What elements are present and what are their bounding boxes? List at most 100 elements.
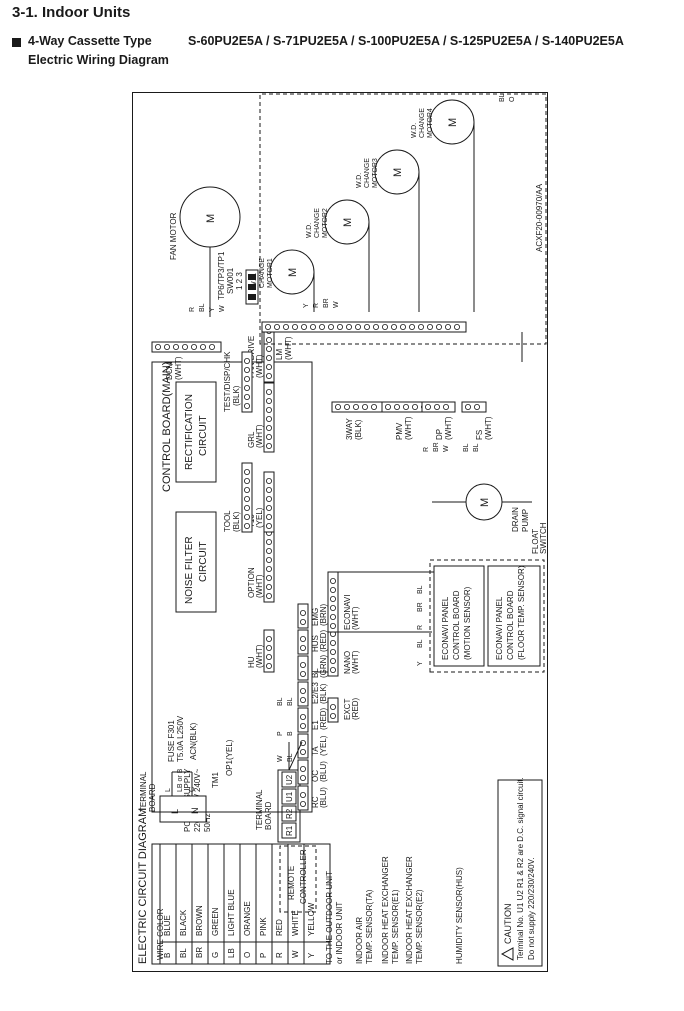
wire-color-code: O bbox=[243, 952, 252, 958]
connector-lm-pin bbox=[381, 323, 388, 330]
connector-test-pin bbox=[244, 375, 251, 382]
connector-ta-pin bbox=[299, 749, 306, 756]
connector-name: FS bbox=[475, 430, 484, 440]
wire-color-code: BL bbox=[179, 948, 188, 958]
wire-color-tag: W bbox=[277, 755, 284, 762]
connector-color: (BLK) bbox=[319, 683, 328, 704]
connector-bl-pin bbox=[299, 662, 306, 669]
wire-color-tag: BL bbox=[277, 697, 284, 706]
dip-switch bbox=[245, 269, 259, 305]
connector-color: (WHT) bbox=[255, 424, 264, 448]
connector-rc-pin bbox=[299, 792, 306, 799]
float-switch-line2: SWITCH bbox=[539, 522, 548, 554]
connector-lm-pin bbox=[327, 323, 334, 330]
connector-3way-pin bbox=[370, 403, 377, 410]
connector-lm-pin bbox=[399, 323, 406, 330]
wire-color-code: G bbox=[211, 952, 220, 958]
wd-motor-label: W.D. bbox=[411, 123, 418, 138]
econavi-group-frame bbox=[429, 559, 545, 673]
connector-bl-pin bbox=[299, 671, 306, 678]
terminal-board2-label2: BOARD bbox=[264, 801, 273, 830]
remote-controller-line1: REMOTE bbox=[287, 866, 296, 900]
connector-grl-pin bbox=[265, 397, 272, 404]
connector-name: ECONAVI bbox=[343, 595, 352, 630]
connector-lm-pin bbox=[273, 323, 280, 330]
wire-color-tag: BR bbox=[417, 602, 424, 612]
connector-dp-pin bbox=[424, 403, 431, 410]
fan-motor-symbol: M bbox=[205, 214, 217, 223]
connector-hus bbox=[297, 629, 309, 655]
connector-color: (WHT) bbox=[351, 650, 360, 674]
connector-name: E2/E3 bbox=[311, 682, 320, 704]
connector-tool-pin bbox=[244, 505, 251, 512]
connector-tool-pin bbox=[244, 523, 251, 530]
wire-color-tag: BR bbox=[323, 298, 330, 308]
connector-rc-pin bbox=[299, 801, 306, 808]
connector-lm-pin bbox=[282, 323, 289, 330]
connector-name: HUS bbox=[311, 635, 320, 652]
connector-test-pin bbox=[244, 393, 251, 400]
wire-color-tag: Y bbox=[303, 303, 310, 308]
rectification-line2: CIRCUIT bbox=[198, 415, 209, 456]
wire-color-table-frame bbox=[151, 843, 331, 965]
connector-tool-pin bbox=[244, 487, 251, 494]
wire-color-tag: BL bbox=[199, 303, 206, 312]
connector-econavi-pin bbox=[329, 578, 336, 585]
connector-dcm bbox=[151, 341, 222, 353]
connector-name: HU bbox=[247, 656, 256, 668]
connector-t10-pin bbox=[265, 496, 272, 503]
wire-color-code: BR bbox=[195, 947, 204, 958]
wd-motor-label: MOTOR4 bbox=[427, 108, 434, 138]
econavi-motion-line2: CONTROL BOARD bbox=[452, 590, 461, 660]
connector-dcm-pin bbox=[182, 343, 189, 350]
diagram-subtitle: Electric Wiring Diagram bbox=[28, 53, 169, 67]
wd-motor-label: W.D. bbox=[356, 173, 363, 188]
connector-nano-pin bbox=[329, 649, 336, 656]
outdoor-unit-line1: TO THE OUTDOOR UNIT bbox=[325, 871, 334, 964]
connector-name: LM bbox=[275, 349, 284, 360]
wire-color-tag: BL bbox=[473, 443, 480, 452]
wire-color-code: LB bbox=[227, 948, 236, 958]
connector-color: (GRN) bbox=[319, 655, 328, 678]
wire-color-tag: R bbox=[423, 447, 430, 452]
connector-color: (YEL) bbox=[255, 507, 264, 528]
connector-color: (WHT) bbox=[174, 356, 183, 380]
connector-rc bbox=[297, 785, 309, 811]
connector-lm-pin bbox=[417, 323, 424, 330]
connector-hu-pin bbox=[265, 663, 272, 670]
connector-color: (RED) bbox=[319, 629, 328, 652]
connector-lm-pin bbox=[363, 323, 370, 330]
wire-color-name: ORANGE bbox=[243, 901, 252, 936]
rectification-line1: RECTIFICATION bbox=[184, 394, 195, 470]
wire-color-tag: O bbox=[509, 96, 516, 102]
connector-name: RC bbox=[311, 796, 320, 808]
sensor-label: TEMP. SENSOR(TA) bbox=[365, 889, 374, 964]
connector-exct-pin bbox=[329, 704, 336, 711]
connector-lm-pin bbox=[264, 323, 271, 330]
connector-hu bbox=[263, 629, 275, 673]
wd-motor-label: CHANGE bbox=[364, 158, 371, 188]
connector-test-pin bbox=[244, 357, 251, 364]
connector-color: (BRN) bbox=[319, 603, 328, 626]
connector-test bbox=[241, 351, 253, 413]
connector-color: (WHT) bbox=[444, 416, 453, 440]
drain-pump-symbol: M bbox=[479, 498, 491, 507]
connector-lm-pin bbox=[309, 323, 316, 330]
connector-econavi-pin bbox=[329, 623, 336, 630]
connector-dcm-pin bbox=[209, 343, 216, 350]
section-title: 3-1. Indoor Units bbox=[12, 4, 131, 21]
connector-option-pin bbox=[265, 539, 272, 546]
connector-lm bbox=[261, 321, 467, 333]
noise-filter-box bbox=[175, 511, 217, 613]
terminal2-pin-box bbox=[281, 788, 297, 805]
terminal-board2-label: TERMINAL bbox=[255, 789, 264, 830]
connector-t10-pin bbox=[265, 523, 272, 530]
connector-lm-pin bbox=[435, 323, 442, 330]
model-list: S-60PU2E5A / S-71PU2E5A / S-100PU2E5A / … bbox=[188, 34, 624, 48]
wire-color-tag: BL bbox=[287, 697, 294, 706]
connector-fs-pin bbox=[473, 403, 480, 410]
connector-e1 bbox=[297, 707, 309, 733]
connector-3way bbox=[331, 401, 384, 413]
terminal2-pin-label: R2 bbox=[285, 808, 294, 819]
connector-fan-drive-pin bbox=[265, 372, 272, 379]
